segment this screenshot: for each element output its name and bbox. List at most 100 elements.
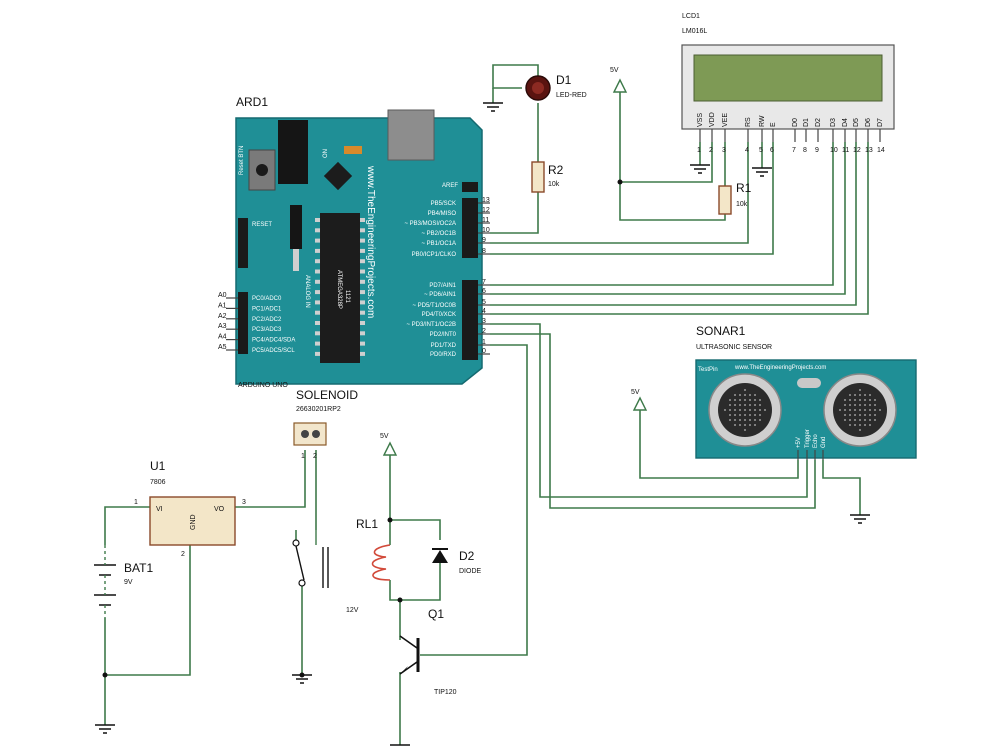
chip-label: ATMEGA328P [336, 270, 342, 309]
arduino-url: www.TheEngineeringProjects.com [365, 165, 376, 318]
power-label: 5V [631, 389, 640, 396]
chip-leg [315, 331, 320, 336]
sonar-pin[interactable]: Trigger [805, 429, 811, 460]
mesh-dot [754, 409, 756, 411]
analog-pin-name: PC0/ADC0 [252, 296, 282, 302]
mesh-dot [734, 419, 736, 421]
digital-pin-name: ~ PD6/AIN1 [424, 292, 457, 298]
lcd-pin-number: 6 [770, 147, 774, 154]
solenoid[interactable]: SOLENOID 26630201RP2 1 2 [293, 388, 358, 460]
sonar-pin[interactable]: +5V [796, 437, 802, 460]
wire-5v-sonar [639, 410, 799, 479]
diode-d2[interactable]: D2 DIODE [432, 548, 482, 575]
mesh-dot [749, 404, 751, 406]
relay-rl1[interactable]: RL1 12V [322, 517, 391, 614]
arduino-uno[interactable]: ARD1 Reset BTN ON ATMEGA328P 1121 ANALOG… [218, 95, 490, 389]
mesh-dot [749, 394, 751, 396]
regulator-u1[interactable]: U1 7806 VI VO GND 1 2 3 [134, 459, 246, 558]
chip-code: 1121 [344, 290, 350, 304]
mesh-dot [734, 399, 736, 401]
mesh-dot [879, 409, 881, 411]
transistor-q1[interactable]: Q1 TIP120 [399, 607, 457, 696]
lcd-pin-number: 8 [803, 147, 807, 154]
digital-pin-number: 9 [482, 237, 486, 244]
mesh-dot [749, 419, 751, 421]
lcd-pin-number: 13 [865, 147, 873, 154]
transistor-arrow-icon [400, 666, 408, 674]
battery-bat1[interactable]: BAT1 9V [94, 545, 153, 618]
chip-leg [360, 321, 365, 325]
arduino-ref: ARD1 [236, 95, 268, 109]
mesh-dot [854, 409, 856, 411]
solenoid-terminal [301, 430, 309, 438]
led-d1[interactable]: D1 LED-RED [525, 73, 587, 101]
power-label: 5V [610, 67, 619, 74]
r1-ref: R1 [736, 181, 752, 195]
lcd-pin-name: E [770, 122, 777, 127]
reset-button[interactable] [248, 149, 276, 191]
mesh-dot [744, 424, 746, 426]
resistor-r1[interactable]: R1 10k [718, 181, 752, 215]
wire-vo-solenoid [235, 450, 306, 508]
sonar-pin[interactable]: Echo [813, 434, 819, 460]
mesh-dot [854, 394, 856, 396]
mesh-dot [844, 409, 846, 411]
wire-u1-gnd [105, 545, 191, 676]
led-glow [532, 82, 544, 94]
wire-d5-pin6 [490, 142, 846, 295]
sonar-pin[interactable]: Gnd [821, 437, 827, 460]
voltage-regulator [290, 205, 302, 249]
mesh-dot [749, 409, 751, 411]
lcd-pin: E6 [770, 122, 777, 154]
sonar-sensor[interactable]: SONAR1 ULTRASONIC SENSOR TestPin www.The… [695, 324, 917, 460]
mesh-dot [844, 414, 846, 416]
diode-ref: D2 [459, 549, 475, 563]
resistor-body [718, 185, 732, 215]
lcd-pin-number: 11 [842, 147, 849, 154]
digital-header-high [462, 198, 478, 258]
led-ref: D1 [556, 73, 572, 87]
chip-leg [360, 218, 365, 222]
analog-pin-name: PC2/ADC2 [252, 317, 282, 323]
lcd-module[interactable]: LCD1 LM016L VSS1VDD2VEE3RS4RW5E6D07D18D2… [681, 13, 895, 154]
mesh-dot [734, 409, 736, 411]
mesh-dot [869, 419, 871, 421]
analog-pin-name: PC5/ADC5/SCL [252, 348, 295, 354]
analog-pin-number: A4 [218, 334, 227, 341]
lcd-ref: LCD1 [682, 13, 700, 20]
chip-leg [315, 279, 320, 284]
aref-label: AREF [442, 183, 458, 189]
chip-leg [315, 248, 320, 253]
chip-leg [315, 321, 320, 325]
analog-pin-number: A0 [218, 292, 227, 299]
lcd-pin-number: 1 [697, 147, 701, 154]
resistor-r2[interactable]: R2 10k [531, 161, 564, 193]
mesh-dot [759, 414, 761, 416]
regulator-lead [293, 249, 299, 271]
digital-pin-name: ~ PD5/T1/OC0B [412, 303, 456, 309]
mesh-dot [849, 399, 851, 401]
digital-pin-name: ~ PD3/INT1/OC2B [406, 322, 456, 328]
